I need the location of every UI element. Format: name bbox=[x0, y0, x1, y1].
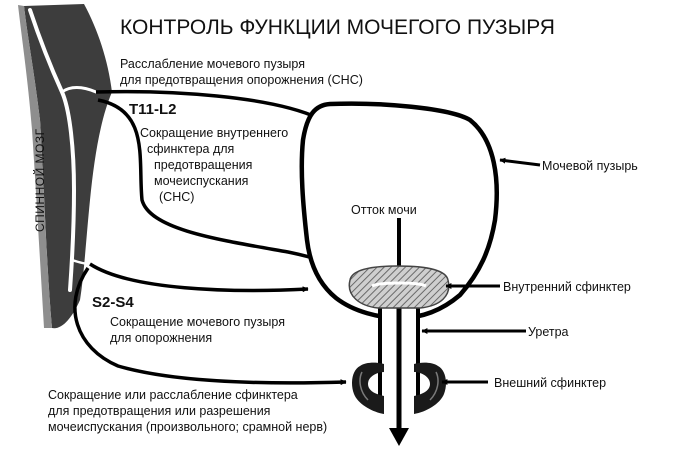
nerve-pathways bbox=[73, 89, 347, 386]
segment-s2-s4: S2-S4 bbox=[92, 294, 134, 311]
urethra-label: Уретра bbox=[528, 325, 569, 339]
internal-contraction-annotation: Сокращение внутреннего сфинктера для пре… bbox=[140, 126, 288, 204]
internal-sphincter-nerve-arrow bbox=[97, 98, 347, 272]
label-pointers bbox=[421, 157, 541, 385]
external-control-annotation: Сокращение или расслабление сфинктера дл… bbox=[48, 388, 327, 434]
svg-text:мочеиспускания (произвольного;: мочеиспускания (произвольного; срамной н… bbox=[48, 420, 327, 434]
relaxation-annotation: Расслабление мочевого пузыря для предотв… bbox=[120, 57, 363, 87]
svg-text:Сокращение мочевого пузыря: Сокращение мочевого пузыря bbox=[110, 315, 285, 329]
bladder-pointer-arrow bbox=[499, 157, 541, 167]
bladder-contraction-annotation: Сокращение мочевого пузыря для опорожнен… bbox=[110, 315, 285, 345]
svg-text:сфинктера для: сфинктера для bbox=[147, 142, 234, 156]
segment-t11-l2: T11-L2 bbox=[129, 101, 177, 118]
spinal-cord-label: СПИННОЙ МОЗГ bbox=[32, 128, 47, 232]
svg-text:(СНС): (СНС) bbox=[159, 190, 194, 204]
bladder-label: Мочевой пузырь bbox=[542, 159, 638, 173]
urine-flow-label: Отток мочи bbox=[351, 203, 417, 217]
spinal-cord bbox=[18, 4, 112, 329]
bladder-contraction-nerve-arrow bbox=[89, 262, 309, 293]
internal-sphincter-label: Внутренний сфинктер bbox=[503, 280, 631, 294]
svg-text:мочеиспускания: мочеиспускания bbox=[154, 174, 248, 188]
diagram-title: КОНТРОЛЬ ФУНКЦИИ МОЧЕГОГО ПУЗЫРЯ bbox=[120, 16, 555, 39]
svg-text:предотвращения: предотвращения bbox=[154, 158, 252, 172]
svg-text:Сокращение внутреннего: Сокращение внутреннего bbox=[140, 126, 288, 140]
external-sphincter-nerve-arrow bbox=[73, 267, 347, 386]
svg-text:для предотвращения или разреше: для предотвращения или разрешения bbox=[48, 404, 270, 418]
urethra bbox=[378, 300, 420, 430]
external-sphincter bbox=[352, 362, 446, 414]
svg-text:для предотвращения опорожнения: для предотвращения опорожнения (СНС) bbox=[120, 73, 363, 87]
relaxation-nerve-arrow bbox=[95, 89, 319, 120]
svg-text:Сокращение или расслабление сф: Сокращение или расслабление сфинктера bbox=[48, 388, 298, 402]
svg-text:Расслабление мочевого пузыря: Расслабление мочевого пузыря bbox=[120, 57, 305, 71]
svg-text:для опорожнения: для опорожнения bbox=[110, 331, 212, 345]
internal-sphincter bbox=[348, 265, 450, 309]
external-sphincter-label: Внешний сфинктер bbox=[494, 376, 606, 390]
outflow-arrow-icon bbox=[389, 428, 409, 446]
